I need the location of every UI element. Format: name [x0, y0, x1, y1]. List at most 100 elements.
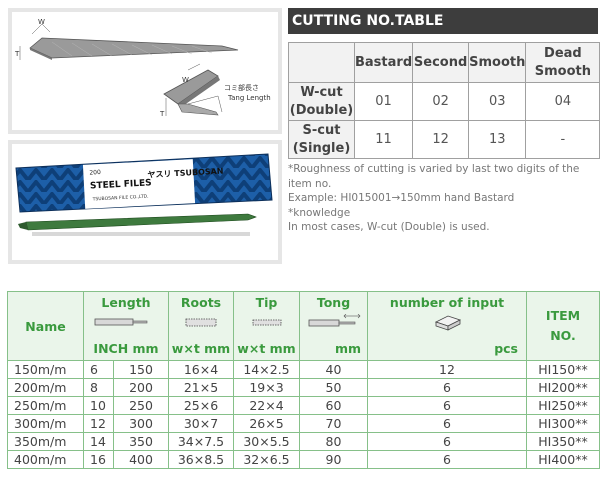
note-line: Example: HI015001→150mm hand Bastard — [288, 192, 515, 204]
box-size-label: 200 — [89, 169, 101, 177]
cell-tong: 80 — [299, 432, 368, 451]
cell-input: 6 — [367, 378, 527, 397]
cell-item: HI200** — [526, 378, 600, 397]
note-line: item no. — [288, 177, 332, 190]
header-roots: Roots w×t mm — [168, 291, 234, 361]
row-s-cut: S-cut (Single) — [288, 120, 355, 159]
cell-item: HI150** — [526, 360, 600, 379]
table-row: 300m/m 12 300 30×7 26×5 70 6 HI300** — [7, 414, 600, 433]
tang-length-en: Tang Length — [227, 94, 271, 102]
col-dead-smooth: Dead Smooth — [525, 42, 601, 83]
note-line: *knowledge — [288, 206, 351, 219]
cell-tip: 32×6.5 — [233, 450, 300, 469]
header-tong: Tong mm — [299, 291, 368, 361]
cell-name: 300m/m — [7, 414, 84, 433]
cell-mm: 150 — [113, 360, 169, 379]
cell-roots: 36×8.5 — [168, 450, 234, 469]
header-tong-unit: mm — [334, 341, 361, 356]
cutting-table-title: CUTTING NO.TABLE — [288, 8, 598, 34]
file-dimension-diagram: W T W T コミ部長さ Tang Length — [14, 18, 271, 118]
cut-value: 01 — [353, 82, 414, 121]
cell-inch: 6 — [83, 360, 114, 379]
dim-w-bottom: W — [182, 76, 189, 84]
col-smooth: Smooth — [468, 42, 527, 83]
cell-inch: 14 — [83, 432, 114, 451]
cell-roots: 34×7.5 — [168, 432, 234, 451]
cutting-number-table: Bastard Second Smooth Dead Smooth W-cut … — [288, 42, 601, 159]
cell-roots: 16×4 — [168, 360, 234, 379]
header-length-unit: INCH mm — [93, 341, 159, 356]
cutting-notes: *Roughness of cutting is varied by last … — [288, 162, 604, 235]
cut-value: 04 — [525, 82, 601, 121]
cut-value: 12 — [412, 120, 470, 159]
cell-inch: 12 — [83, 414, 114, 433]
header-tong-label: Tong — [316, 295, 351, 310]
cell-tip: 22×4 — [233, 396, 300, 415]
cell-tong: 60 — [299, 396, 368, 415]
cell-item: HI300** — [526, 414, 600, 433]
tip-section-icon — [252, 319, 282, 326]
cell-mm: 250 — [113, 396, 169, 415]
cell-mm: 300 — [113, 414, 169, 433]
tang-length-jp: コミ部長さ — [224, 83, 259, 92]
cell-roots: 30×7 — [168, 414, 234, 433]
cell-tip: 19×3 — [233, 378, 300, 397]
dim-w-top: W — [38, 18, 45, 26]
cell-name: 350m/m — [7, 432, 84, 451]
cell-tip: 30×5.5 — [233, 432, 300, 451]
cell-name: 400m/m — [7, 450, 84, 469]
col-second: Second — [412, 42, 470, 83]
note-line: In most cases, W-cut (Double) is used. — [288, 221, 490, 233]
product-spec-table: Name Length INCH mm Roots — [7, 291, 600, 469]
cell-name: 250m/m — [7, 396, 84, 415]
header-roots-unit: w×t mm — [171, 341, 231, 356]
roots-section-icon — [185, 318, 217, 327]
header-item-label: ITEM NO. — [545, 308, 581, 343]
cut-value: 02 — [412, 82, 470, 121]
header-length: Length INCH mm — [83, 291, 169, 361]
box-brand: ヤスリ TSUBOSAN — [147, 167, 223, 180]
box-company: TSUBOSAN FILE CO.,LTD. — [92, 194, 149, 203]
package-box-icon — [434, 315, 462, 331]
cell-input: 6 — [367, 414, 527, 433]
cut-value: 03 — [468, 82, 527, 121]
header-input-unit: pcs — [494, 341, 518, 356]
table-row: 350m/m 14 350 34×7.5 30×5.5 80 6 HI350** — [7, 432, 600, 451]
note-line: *Roughness of cutting is varied by last … — [288, 163, 580, 175]
header-input-label: number of input — [389, 295, 505, 310]
cell-tip: 14×2.5 — [233, 360, 300, 379]
cell-input: 6 — [367, 396, 527, 415]
length-file-icon — [94, 318, 148, 326]
corner-cell — [288, 42, 355, 83]
tong-file-icon — [308, 314, 361, 327]
header-roots-label: Roots — [180, 295, 222, 310]
cut-value: - — [525, 120, 601, 159]
header-tip-unit: w×t mm — [237, 341, 296, 356]
cell-inch: 10 — [83, 396, 114, 415]
header-input: number of input pcs — [367, 291, 527, 361]
product-rows: 150m/m 6 150 16×4 14×2.5 40 12 HI150** 2… — [7, 360, 600, 469]
cell-input: 12 — [367, 360, 527, 379]
cell-tong: 90 — [299, 450, 368, 469]
file-diagram-panel: W T W T コミ部長さ Tang Length — [8, 8, 282, 134]
row-w-cut: W-cut (Double) — [288, 82, 355, 121]
header-tip: Tip w×t mm — [233, 291, 300, 361]
table-row: 150m/m 6 150 16×4 14×2.5 40 12 HI150** — [7, 360, 600, 379]
cell-mm: 200 — [113, 378, 169, 397]
cut-value: 13 — [468, 120, 527, 159]
cell-tong: 40 — [299, 360, 368, 379]
cell-mm: 400 — [113, 450, 169, 469]
cell-roots: 25×6 — [168, 396, 234, 415]
header-item-no: ITEM NO. — [526, 291, 600, 361]
header-length-label: Length — [101, 295, 151, 310]
cell-roots: 21×5 — [168, 378, 234, 397]
header-name-label: Name — [25, 318, 66, 334]
cell-item: HI350** — [526, 432, 600, 451]
cell-input: 6 — [367, 432, 527, 451]
dim-t-bottom: T — [159, 110, 165, 118]
table-row: 200m/m 8 200 21×5 19×3 50 6 HI200** — [7, 378, 600, 397]
header-name: Name — [7, 291, 84, 361]
table-row: 250m/m 10 250 25×6 22×4 60 6 HI250** — [7, 396, 600, 415]
cell-tong: 50 — [299, 378, 368, 397]
table-row: 400m/m 16 400 36×8.5 32×6.5 90 6 HI400** — [7, 450, 600, 469]
